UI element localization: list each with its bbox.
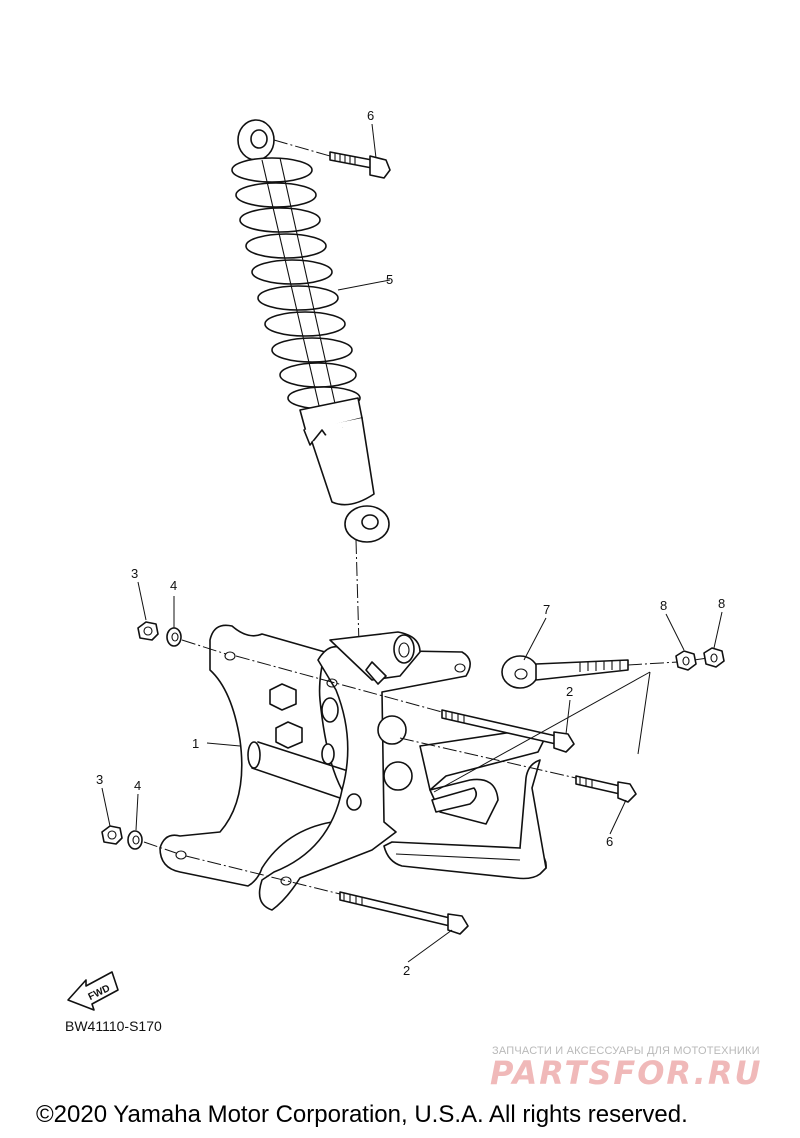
watermark-tagline: ЗАПЧАСТИ И АКСЕССУАРЫ ДЛЯ МОТОТЕХНИКИ: [492, 1045, 760, 1057]
callout-8-b: 8: [718, 596, 725, 611]
callout-5: 5: [386, 272, 393, 287]
callout-1: 1: [192, 736, 199, 751]
figure-code: BW41110-S170: [65, 1018, 162, 1034]
fwd-arrow-icon: FWD: [67, 971, 119, 1011]
callout-4-lower: 4: [134, 778, 141, 793]
copyright-notice: ©2020 Yamaha Motor Corporation, U.S.A. A…: [36, 1101, 688, 1128]
rear-bracket[interactable]: [159, 624, 547, 911]
callout-2-lower: 2: [403, 963, 410, 978]
right-nut-a[interactable]: [675, 650, 697, 671]
callout-6-lower: 6: [606, 834, 613, 849]
shock-top-bolt[interactable]: [329, 151, 391, 179]
upper-long-bolt[interactable]: [441, 709, 575, 753]
callout-6-top: 6: [367, 108, 374, 123]
eye-bolt[interactable]: [501, 655, 629, 689]
lower-long-bolt[interactable]: [339, 891, 469, 935]
lower-washer[interactable]: [127, 830, 143, 850]
watermark-brand: PARTSFOR.RU: [490, 1054, 763, 1092]
callout-2-upper: 2: [566, 684, 573, 699]
right-nut-b[interactable]: [703, 647, 725, 668]
upper-washer[interactable]: [166, 627, 182, 647]
callout-7: 7: [543, 602, 550, 617]
rear-shock-absorber[interactable]: [231, 119, 390, 543]
coil-spring: [231, 157, 361, 411]
callout-3-lower: 3: [96, 772, 103, 787]
callout-8-a: 8: [660, 598, 667, 613]
callout-4-upper: 4: [170, 578, 177, 593]
lower-nut[interactable]: [101, 825, 123, 845]
leader-lines: [101, 123, 723, 963]
callout-3-upper: 3: [131, 566, 138, 581]
upper-nut[interactable]: [137, 621, 159, 641]
lower-right-bolt[interactable]: [575, 775, 637, 803]
